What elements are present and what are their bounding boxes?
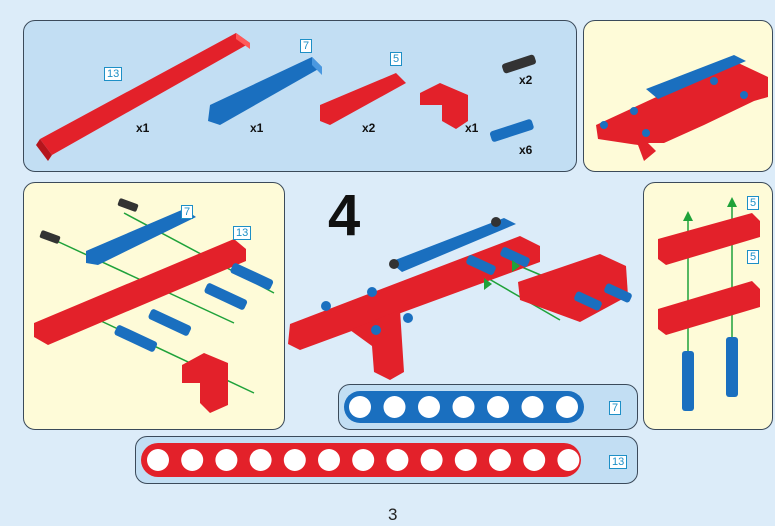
redholes-hole <box>489 449 511 471</box>
redholes-hole <box>250 449 272 471</box>
red-beam-13-ruler <box>136 437 638 484</box>
ruler-label-7: 7 <box>609 401 621 415</box>
blueholes-hole <box>384 396 406 418</box>
blueholes-hole <box>487 396 509 418</box>
redholes-hole <box>147 449 169 471</box>
redholes-hole <box>523 449 545 471</box>
ruler-red-panel: 13 <box>135 436 638 484</box>
blueholes-hole <box>349 396 371 418</box>
redholes-hole <box>284 449 306 471</box>
blueholes-hole <box>556 396 578 418</box>
subassembly-right-illustration <box>644 183 773 430</box>
redholes-hole <box>455 449 477 471</box>
blueholes-hole <box>522 396 544 418</box>
blue-beam-7-ruler <box>339 385 638 430</box>
redholes-hole <box>215 449 237 471</box>
ruler-blue-panel: 7 <box>338 384 638 430</box>
redholes-hole <box>557 449 579 471</box>
redholes-hole <box>386 449 408 471</box>
redholes-hole <box>181 449 203 471</box>
right-label-5-bottom: 5 <box>747 250 759 264</box>
blueholes-hole <box>453 396 475 418</box>
page-number: 3 <box>388 505 397 525</box>
blueholes-hole <box>418 396 440 418</box>
subassembly-right-panel: 5 5 <box>643 182 773 430</box>
ruler-label-13: 13 <box>609 455 627 469</box>
redholes-hole <box>421 449 443 471</box>
redholes-hole <box>318 449 340 471</box>
redholes-hole <box>352 449 374 471</box>
right-label-5-top: 5 <box>747 196 759 210</box>
